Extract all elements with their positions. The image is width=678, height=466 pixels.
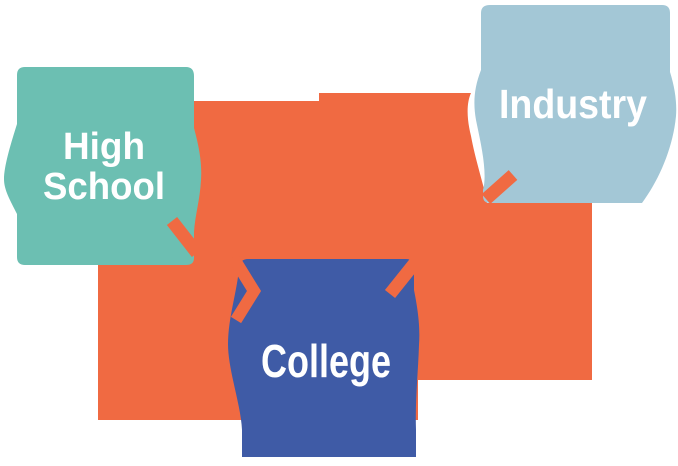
node-high-school	[4, 67, 202, 265]
connector-mass	[98, 93, 592, 420]
college-label: College	[261, 335, 391, 387]
arrow-highschool-to-college-head	[227, 253, 262, 324]
node-college	[228, 259, 420, 457]
arrow-college-to-industry-tail	[384, 254, 424, 299]
arrow-highschool-to-college-tail	[166, 216, 203, 258]
node-industry	[474, 5, 677, 203]
high-school-label-line2: School	[43, 166, 165, 208]
arrow-industry-to-college-tail	[481, 170, 518, 204]
industry-label: Industry	[499, 81, 647, 127]
high-school-label-line1: High	[63, 126, 145, 168]
